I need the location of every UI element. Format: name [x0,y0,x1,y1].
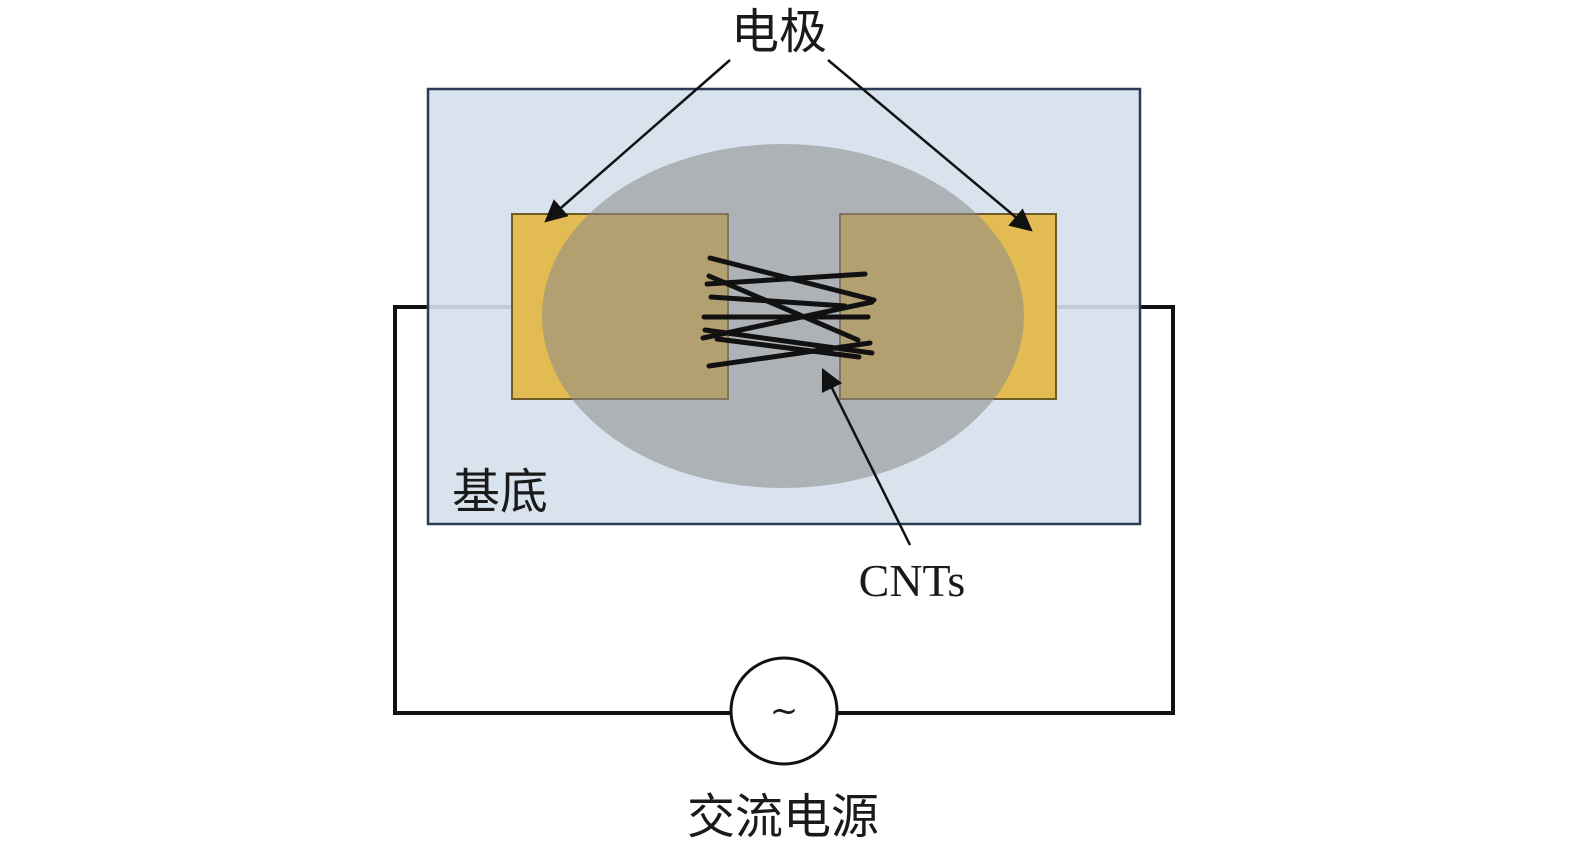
cnts-label: CNTs [859,555,966,606]
electrode-label: 电极 [731,4,827,60]
electrode-arrow-right [827,59,1033,232]
cnts-arrow [821,367,912,546]
sine-wave-icon: ~ [770,691,799,731]
nanotube [706,273,861,343]
nanotube [714,336,862,360]
ac-source [729,656,839,766]
ac-source-label: 交流电源 [687,789,879,845]
nanotube [706,340,873,369]
carbon-nanotubes [700,255,877,369]
nanotube [708,294,848,309]
nanotube [704,271,868,287]
electrode-arrow-left [544,59,731,223]
substrate-label: 基底 [452,464,548,520]
